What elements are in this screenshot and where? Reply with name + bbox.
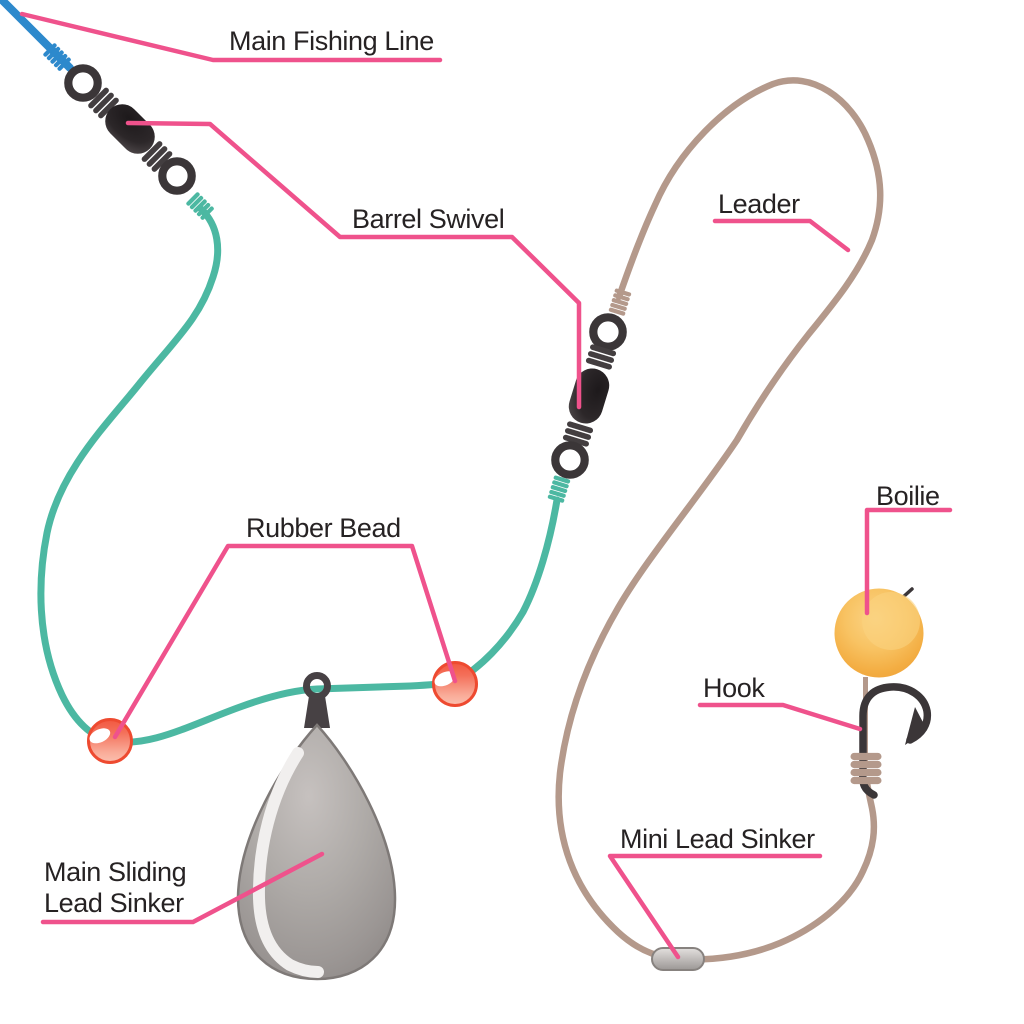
label-boilie: Boilie [876, 481, 940, 511]
swivel-coils [88, 87, 119, 119]
sinker-highlight [252, 747, 324, 978]
label-leader: Leader [718, 189, 800, 219]
leader-line-path [555, 77, 884, 963]
callout-leader [712, 218, 851, 253]
main-fishing-line-path [0, 0, 74, 72]
hook-knot [850, 752, 882, 785]
barrel-swivel-2 [547, 288, 632, 503]
label-hook: Hook [703, 673, 765, 703]
callout-hook [697, 702, 863, 732]
label-barrel-swivel: Barrel Swivel [352, 204, 505, 234]
swivel-ring [551, 441, 589, 479]
label-main-sliding-line2: Lead Sinker [44, 888, 184, 918]
callout-boilie [864, 507, 953, 616]
label-rubber-bead: Rubber Bead [246, 513, 401, 543]
sinker-eye-ring [303, 672, 331, 700]
callout-mini-lead-sinker [607, 853, 823, 960]
swivel-body [105, 104, 155, 154]
label-main-sliding-lead-sinker: Main Sliding Lead Sinker [44, 857, 187, 919]
boilie-highlight [862, 592, 920, 650]
barrel-swivel-1 [43, 43, 214, 220]
callout-barrel-swivel [125, 120, 582, 410]
callout-main-fishing-line [19, 11, 443, 63]
sinker-stem [304, 696, 330, 728]
main-sliding-lead-sinker [236, 672, 397, 981]
swivel-ring [158, 157, 196, 195]
label-mini-lead-sinker: Mini Lead Sinker [620, 824, 815, 854]
hook-barb [905, 707, 927, 745]
callout-main-sliding-lead-sinker [40, 851, 325, 925]
label-main-sliding-line1: Main Sliding [44, 857, 187, 887]
swivel-body [568, 368, 610, 424]
rig-body-line-path [37, 205, 561, 746]
leader-knot [608, 288, 632, 316]
callout-rubber-bead [112, 543, 458, 740]
label-main-fishing-line: Main Fishing Line [229, 26, 434, 56]
rig-line-knot [547, 475, 571, 503]
swivel-ring [64, 64, 102, 102]
swivel-ring [589, 313, 627, 351]
main-line-knot [43, 43, 71, 71]
swivel-coils [562, 421, 594, 447]
rig-line-knot [186, 192, 214, 220]
rubber-bead-right [432, 661, 478, 707]
rubber-bead-left [87, 718, 133, 764]
swivel-coils [585, 344, 617, 370]
swivel-coils [141, 141, 173, 172]
